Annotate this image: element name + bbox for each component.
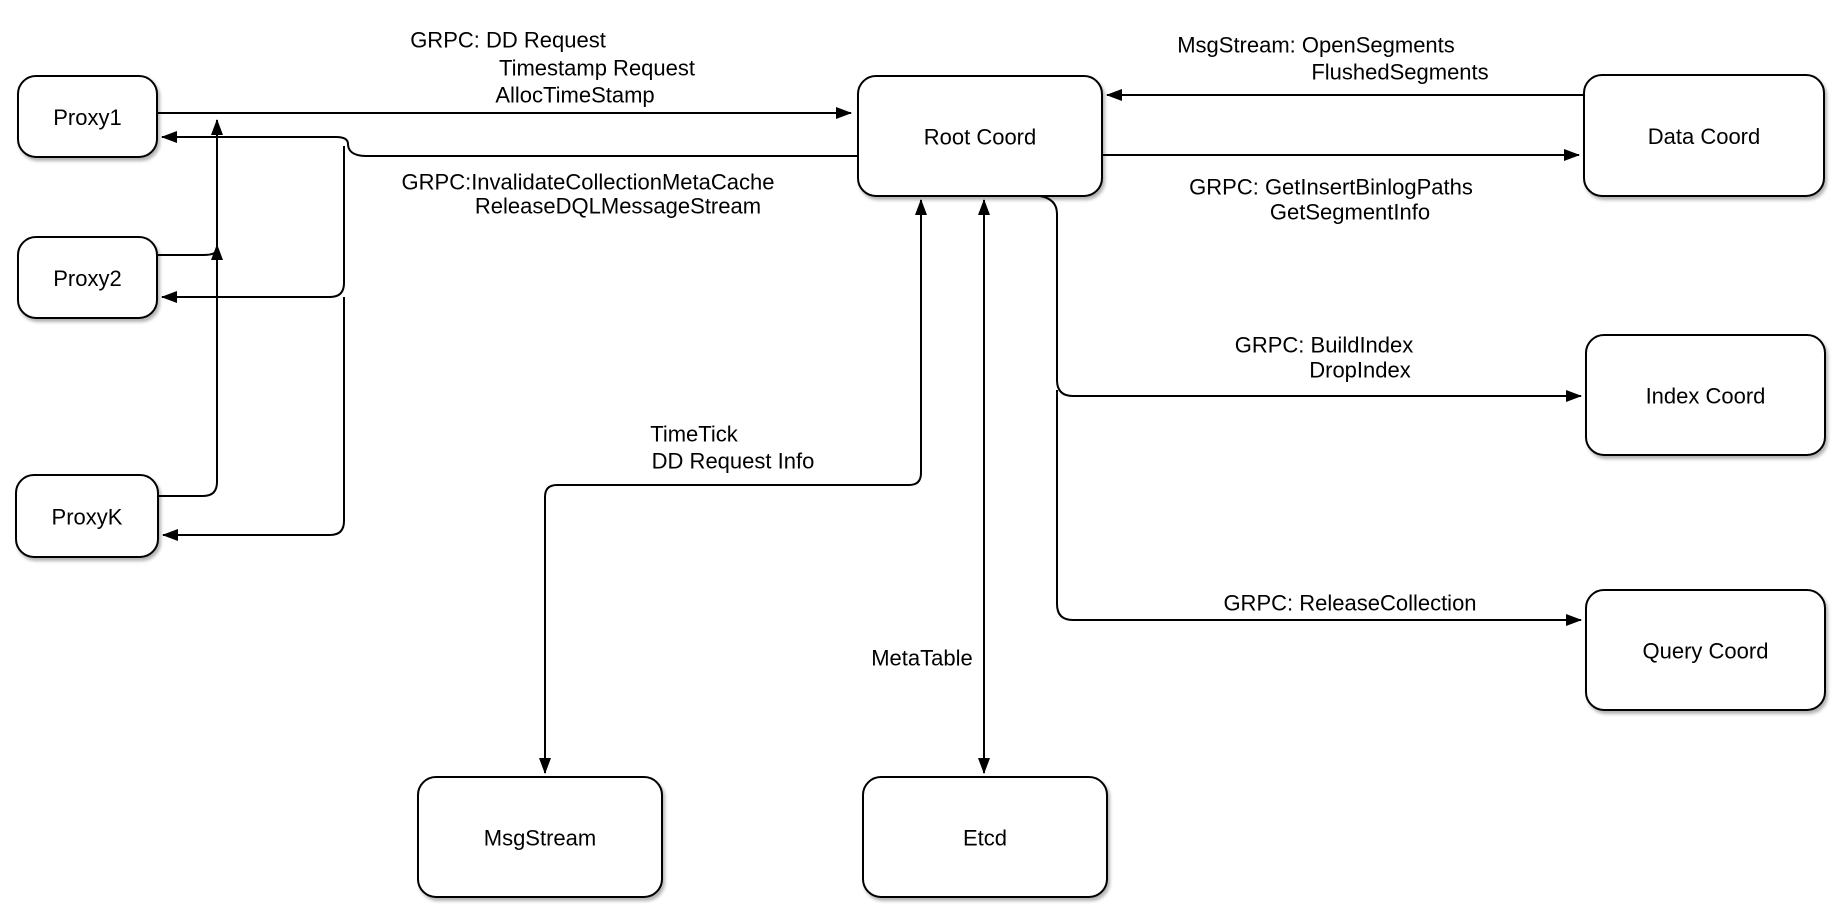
node-root-coord-label: Root Coord: [924, 125, 1037, 150]
node-data-coord: [1583, 74, 1825, 197]
edge-label-proxies-to-root-grpc-line-2: AllocTimeStamp: [495, 83, 654, 108]
node-proxy1-label: Proxy1: [53, 105, 121, 130]
edge-root-to-proxy2: [161, 146, 345, 303]
edge-proxy2-merge: [157, 244, 223, 260]
edge-label-root-to-index-grpc-line-1: DropIndex: [1309, 358, 1411, 383]
node-root-coord: [857, 75, 1103, 197]
edge-label-root-to-query-grpc-line-0: GRPC: ReleaseCollection: [1223, 591, 1476, 616]
node-data-coord-label: Data Coord: [1648, 124, 1761, 149]
node-etcd-label: Etcd: [963, 826, 1007, 851]
node-proxyk: [15, 474, 159, 558]
edge-label-root-to-msgstream-line-1: DD Request Info: [652, 449, 815, 474]
edge-root-to-index: [1039, 195, 1582, 402]
node-msgstream-label: MsgStream: [484, 826, 596, 851]
edge-proxies-merge-up: [158, 119, 223, 497]
node-index-coord-label: Index Coord: [1646, 384, 1766, 409]
edge-label-data-to-root-msgstream-line-0: MsgStream: OpenSegments: [1177, 33, 1455, 58]
edge-label-root-to-msgstream-line-0: TimeTick: [650, 422, 739, 447]
edge-label-data-to-root-msgstream-line-1: FlushedSegments: [1311, 60, 1488, 85]
node-query-coord-label: Query Coord: [1643, 639, 1769, 664]
edge-root-msgstream: [539, 199, 927, 774]
edge-label-proxies-to-root-grpc-line-1: Timestamp Request: [499, 56, 695, 81]
node-etcd: [862, 776, 1108, 898]
edge-label-root-to-data-grpc-line-0: GRPC: GetInsertBinlogPaths: [1189, 175, 1473, 200]
node-query-coord: [1585, 589, 1826, 711]
edge-root-to-query: [1056, 390, 1582, 626]
edge-label-proxies-to-root-grpc-line-0: GRPC: DD Request: [410, 28, 606, 53]
edge-label-root-to-proxies-grpc-line-0: GRPC:InvalidateCollectionMetaCache: [402, 170, 775, 195]
node-proxy2-label: Proxy2: [53, 266, 121, 291]
edge-label-root-to-index-grpc-line-0: GRPC: BuildIndex: [1235, 333, 1414, 358]
edge-label-root-to-data-grpc-line-1: GetSegmentInfo: [1270, 200, 1430, 225]
edges-layer: [157, 89, 1584, 774]
node-proxyk-label: ProxyK: [52, 505, 123, 530]
node-proxy1: [17, 75, 158, 158]
node-index-coord: [1585, 334, 1826, 456]
node-msgstream: [417, 776, 663, 898]
node-proxy2: [17, 236, 158, 319]
edge-label-root-to-proxies-grpc-line-1: ReleaseDQLMessageStream: [475, 194, 761, 219]
edge-root-to-proxy1: [161, 131, 858, 157]
edge-label-root-to-etcd-line-0: MetaTable: [871, 646, 973, 671]
edge-root-to-proxyk: [162, 297, 345, 541]
